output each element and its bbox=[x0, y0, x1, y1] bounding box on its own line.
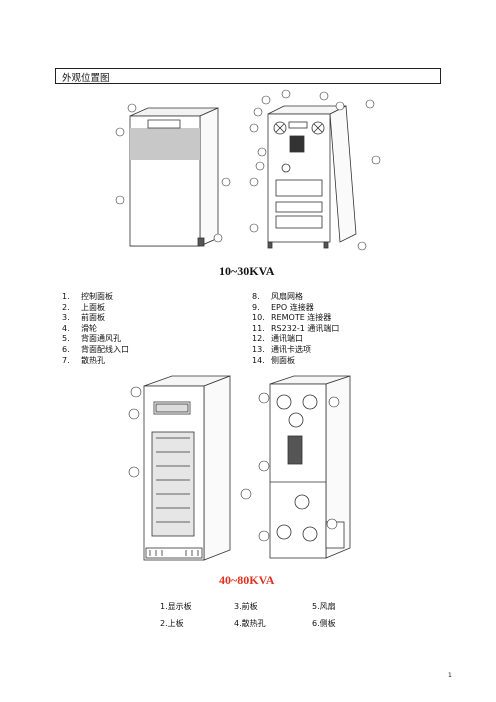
list-item: 13.通讯卡选项 bbox=[252, 344, 311, 354]
page-number: 1 bbox=[448, 672, 452, 679]
list-item: 2.上面板 bbox=[62, 302, 105, 312]
legend-item: 5.风扇 bbox=[312, 602, 336, 611]
back-cabinet-drawing-2 bbox=[269, 375, 351, 559]
section-title: 外观位置图 bbox=[62, 73, 110, 84]
callout-markers-2 bbox=[128, 386, 340, 542]
parts-list-left: 1.控制面板 2.上面板 3.前面板 4.滑轮 5.背面通风孔 6.背面配线入口… bbox=[62, 292, 129, 366]
list-item: 5.背面通风孔 bbox=[62, 334, 121, 344]
section-header: 外观位置图 bbox=[55, 68, 441, 84]
callout-markers bbox=[115, 89, 381, 251]
figure-caption-40-80kva: 40~80KVA bbox=[219, 573, 275, 587]
legend-item: 1.显示板 bbox=[160, 602, 192, 611]
parts-list-right: 8.风扇网格 9.EPO 连接器 10.REMOTE 连接器 11.RS232-… bbox=[252, 292, 339, 366]
front-cabinet-drawing bbox=[129, 107, 219, 247]
back-cabinet-drawing bbox=[267, 105, 357, 249]
list-item: 11.RS232-1 通讯端口 bbox=[252, 323, 340, 333]
list-item: 9.EPO 连接器 bbox=[252, 302, 314, 312]
legend-item: 2.上板 bbox=[160, 619, 184, 628]
list-item: 6.背面配线入口 bbox=[62, 344, 129, 354]
list-item: 12.通讯端口 bbox=[252, 334, 303, 344]
list-item: 8.风扇网格 bbox=[252, 292, 303, 301]
list-item: 7.散热孔 bbox=[62, 355, 105, 365]
legend-item: 4.散热孔 bbox=[234, 619, 266, 628]
figure-40-80kva bbox=[128, 375, 351, 561]
list-item: 3.前面板 bbox=[62, 313, 105, 323]
list-item: 14.侧面板 bbox=[252, 355, 295, 365]
figure-caption-10-30kva: 10~30KVA bbox=[219, 264, 275, 278]
front-cabinet-drawing-2 bbox=[143, 375, 231, 561]
legend-item: 3.前板 bbox=[234, 602, 258, 611]
list-item: 10.REMOTE 连接器 bbox=[252, 313, 332, 323]
list-item: 1.控制面板 bbox=[62, 292, 113, 301]
figure-10-30kva bbox=[115, 89, 381, 251]
legend-item: 6.侧板 bbox=[312, 619, 336, 628]
list-item: 4.滑轮 bbox=[62, 323, 97, 333]
